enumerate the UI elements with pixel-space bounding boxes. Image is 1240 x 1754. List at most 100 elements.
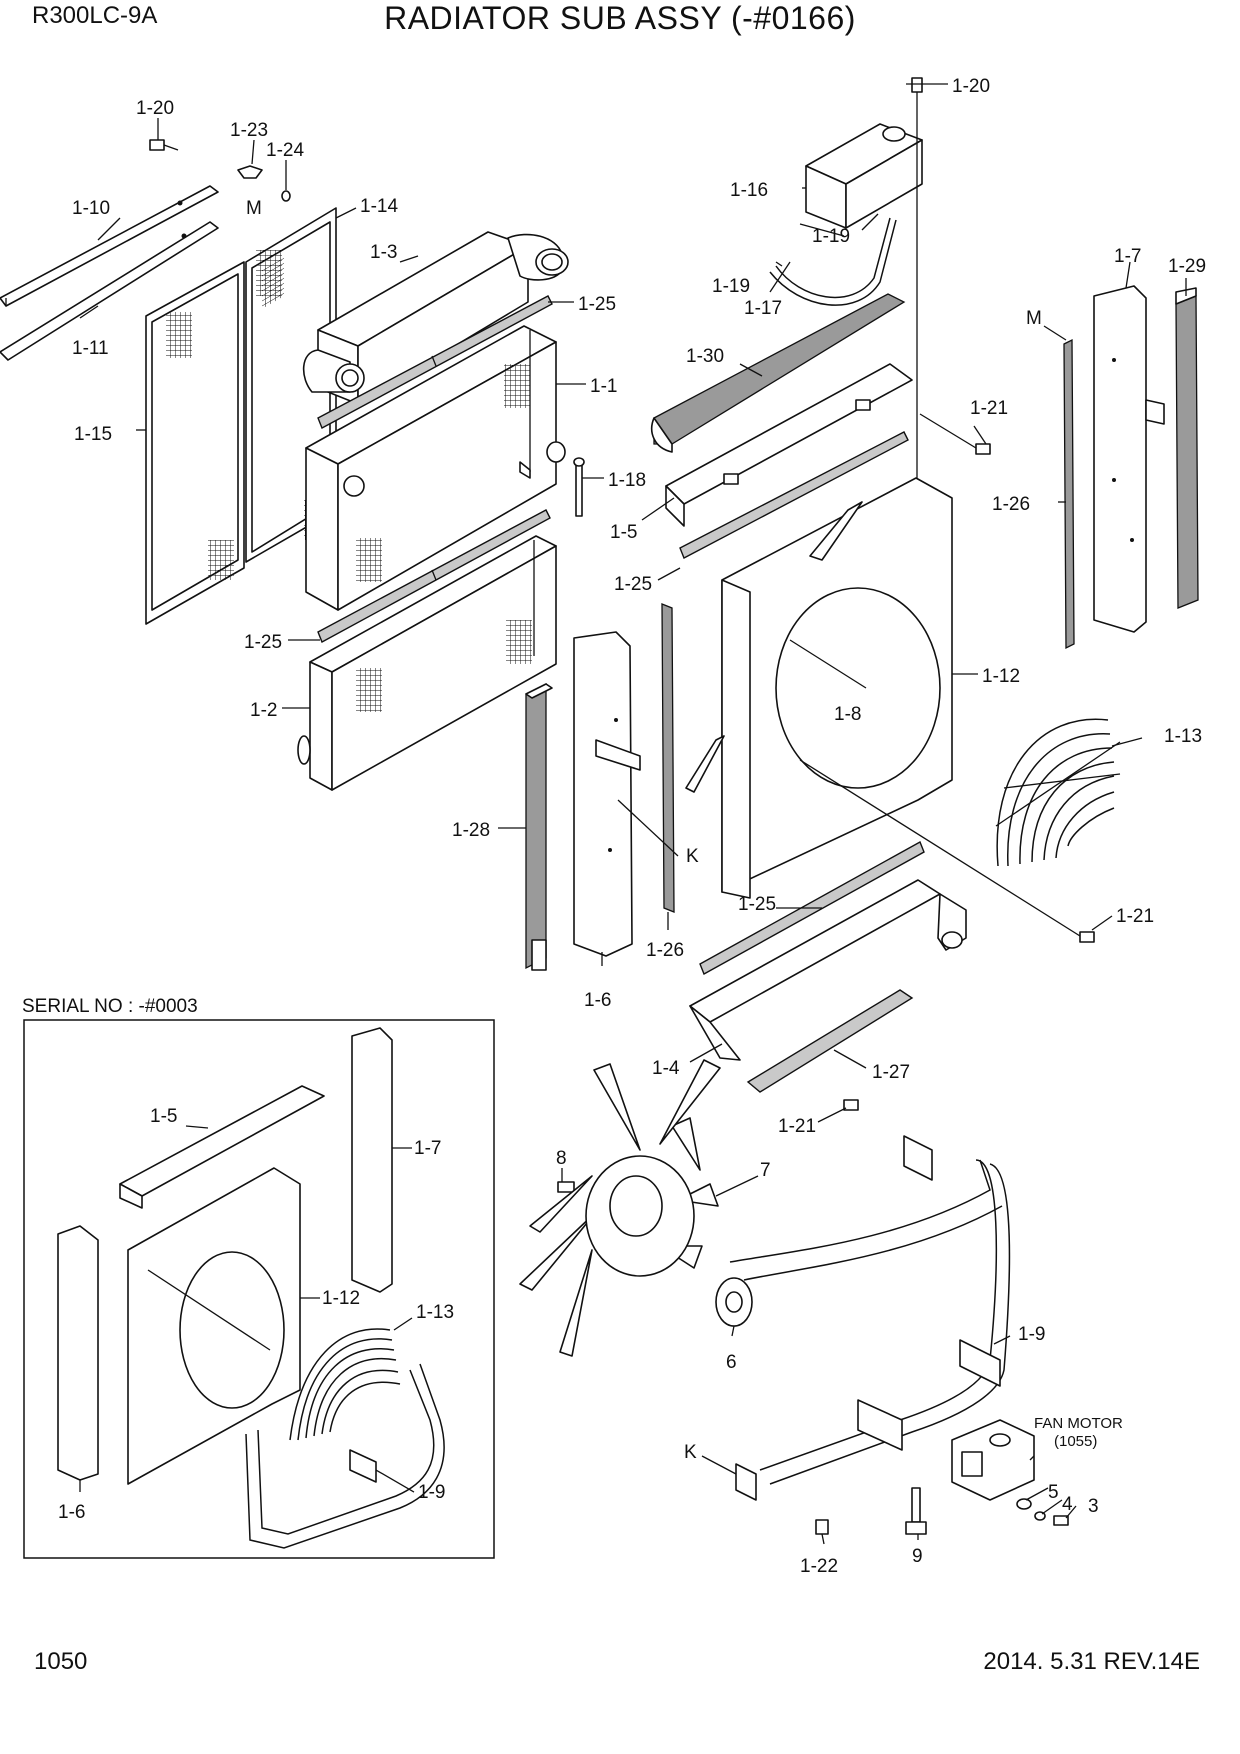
inset-fan-shroud-1-12	[127, 1167, 301, 1485]
seal-strip-1-25-upper	[317, 295, 553, 429]
label-6: 6	[726, 1352, 737, 1373]
label-3: 3	[1088, 1496, 1099, 1517]
label-1-16: 1-16	[730, 180, 768, 201]
label-1-4: 1-4	[652, 1058, 680, 1079]
inset-label-1-6: 1-6	[58, 1502, 85, 1523]
label-1-15: 1-15	[74, 424, 112, 445]
label-8: 8	[556, 1148, 567, 1169]
inset-fan-guard-1-13	[289, 1328, 401, 1441]
inset-label-1-7: 1-7	[414, 1138, 441, 1159]
bolt-8	[557, 1181, 575, 1193]
label-1-7: 1-7	[1114, 246, 1141, 267]
label-1-26-right: 1-26	[992, 494, 1030, 515]
label-1-6: 1-6	[584, 990, 611, 1011]
inset-label-1-9: 1-9	[418, 1482, 445, 1503]
inset-side-plate-1-7	[351, 1027, 393, 1293]
label-1-21-upper: 1-21	[970, 398, 1008, 419]
label-1-8: 1-8	[834, 704, 861, 725]
label-1-28: 1-28	[452, 820, 490, 841]
page-title: RADIATOR SUB ASSY (-#0166)	[384, 0, 856, 36]
inset-label-1-12: 1-12	[322, 1288, 360, 1309]
label-1-21-lower: 1-21	[778, 1116, 816, 1137]
model-number: R300LC-9A	[32, 2, 158, 29]
bottom-plate-1-4	[689, 879, 967, 1061]
seal-strip-1-27	[746, 989, 914, 1093]
bolt-1-22	[815, 1519, 829, 1535]
hose-1-17	[769, 217, 897, 306]
fan-guard-1-13	[995, 718, 1121, 867]
seal-1-26-center	[661, 603, 675, 913]
label-1-11: 1-11	[72, 338, 109, 359]
label-1-2: 1-2	[250, 700, 277, 721]
top-plate-1-5	[665, 363, 913, 527]
label-1-10: 1-10	[72, 198, 110, 219]
reserve-tank-1-16	[799, 123, 923, 237]
label-1-14: 1-14	[360, 196, 398, 217]
washer-5	[1016, 1498, 1032, 1510]
fan-shroud-1-12	[685, 477, 953, 899]
label-1-19-a: 1-19	[812, 226, 850, 247]
inset-side-plate-1-6	[57, 1225, 99, 1481]
fan-bracket-1-9	[729, 1135, 1011, 1485]
label-fan-motor: FAN MOTOR	[1034, 1415, 1123, 1432]
label-1-25-b: 1-25	[244, 632, 282, 653]
bolt-3	[1053, 1515, 1069, 1526]
side-plate-1-7	[1093, 285, 1165, 633]
label-1-12: 1-12	[982, 666, 1020, 687]
label-1-20-right: 1-20	[952, 76, 990, 97]
label-1-22: 1-22	[800, 1556, 838, 1577]
seal-1-26-right	[1063, 338, 1075, 650]
bolt-1-21-upper	[919, 413, 991, 455]
label-5: 5	[1048, 1482, 1059, 1503]
inset-label-1-13: 1-13	[416, 1302, 454, 1323]
fan-hub-6	[715, 1277, 753, 1327]
column-seal-1-29	[1175, 287, 1199, 609]
inset-top-plate-1-5	[119, 1085, 325, 1209]
label-4: 4	[1062, 1494, 1073, 1515]
label-1-27: 1-27	[872, 1062, 910, 1083]
label-1-18: 1-18	[608, 470, 646, 491]
label-k-bottom: K	[684, 1442, 697, 1463]
cooling-fan-7	[519, 1059, 721, 1357]
label-1-25-d: 1-25	[738, 894, 776, 915]
column-seal-1-28	[525, 682, 553, 971]
bracket-k-lower	[735, 1463, 757, 1501]
radiator-core-1-1	[305, 325, 566, 611]
label-1-13: 1-13	[1164, 726, 1202, 747]
rod-1-18	[573, 457, 585, 517]
label-1-9: 1-9	[1018, 1324, 1045, 1345]
label-1-30: 1-30	[686, 346, 724, 367]
callout-labels: 1-20 1-23 1-24 M 1-10 1-11 1-14 1-15 1-3…	[22, 76, 1206, 1577]
bolt-1-21-lower	[843, 1099, 859, 1111]
label-1-26-center: 1-26	[646, 940, 684, 961]
label-1-29: 1-29	[1168, 256, 1206, 277]
bracket-1-10	[0, 185, 219, 307]
bracket-1-11	[0, 221, 219, 361]
upper-shroud-1-30	[650, 293, 906, 453]
label-1-1: 1-1	[590, 376, 617, 397]
label-1-23: 1-23	[230, 120, 268, 141]
screen-panel-1-15	[145, 250, 322, 625]
page-number: 1050	[34, 1648, 88, 1675]
label-1-3: 1-3	[370, 242, 397, 263]
revision-date: 2014. 5.31 REV.14E	[983, 1648, 1200, 1675]
seal-strip-1-25-right	[679, 431, 909, 559]
intercooler-1-3	[302, 231, 569, 405]
label-1-19-b: 1-19	[712, 276, 750, 297]
label-m-top: M	[246, 198, 262, 219]
label-1-5: 1-5	[610, 522, 637, 543]
inset-label-1-5: 1-5	[150, 1106, 177, 1127]
bolt-1-20-left	[149, 139, 179, 151]
label-m-right: M	[1026, 308, 1042, 329]
label-1-17: 1-17	[744, 298, 782, 319]
bolt-9	[905, 1487, 927, 1535]
label-1-21-middle: 1-21	[1116, 906, 1154, 927]
label-k-top: K	[686, 846, 699, 867]
bolt-1-21-middle	[799, 759, 1095, 943]
seal-strip-1-25-middle	[317, 509, 551, 643]
fan-motor-1055	[951, 1419, 1035, 1501]
label-1-25-c: 1-25	[614, 574, 652, 595]
label-fan-motor-ref: (1055)	[1054, 1433, 1097, 1450]
label-1-25-a: 1-25	[578, 294, 616, 315]
